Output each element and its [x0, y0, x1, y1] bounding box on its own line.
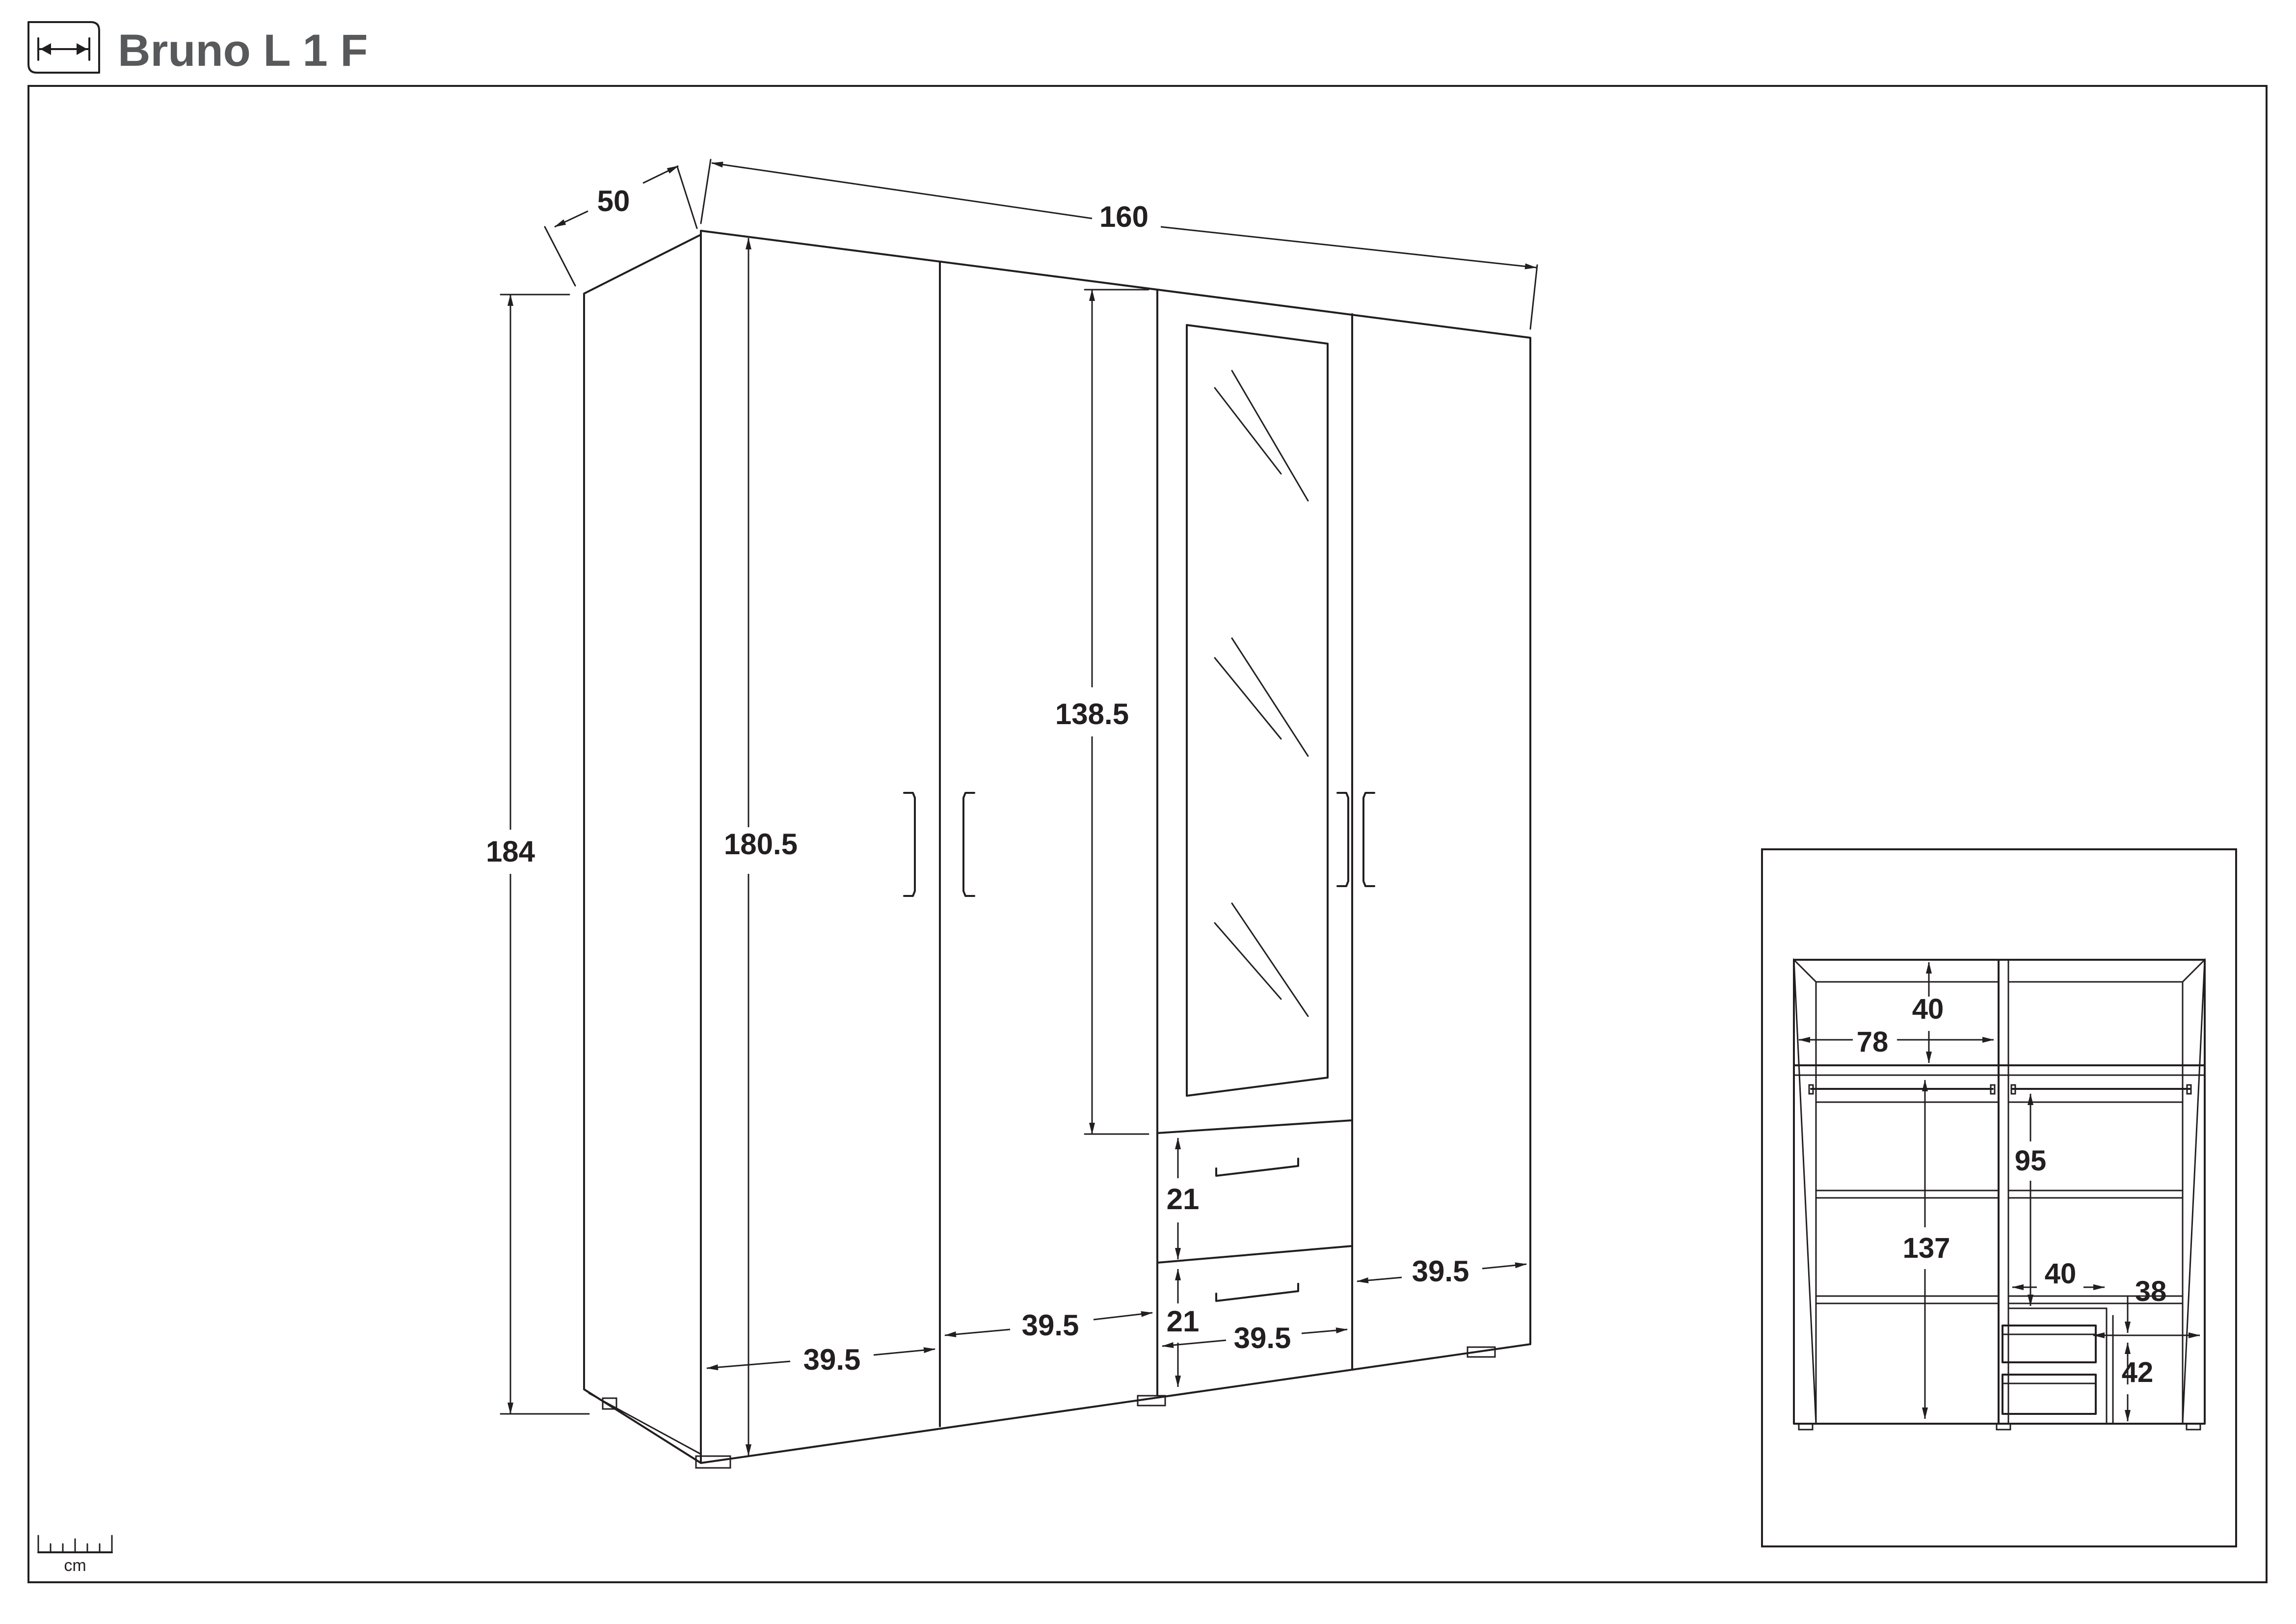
ruler-icon [37, 1535, 113, 1553]
wardrobe-body [583, 230, 1531, 1469]
interior-view [1793, 958, 2206, 1431]
dim-drawer-height-bottom-label: 21 [1167, 1305, 1200, 1338]
interior-hanging-height-label: 95 [2015, 1145, 2047, 1177]
dimension-lines [500, 159, 1538, 1456]
interior-drawer-shelf-width-label: 38 [2135, 1275, 2167, 1307]
dim-total-height-label: 184 [486, 835, 535, 868]
interior-inset-frame [1761, 848, 2237, 1547]
scale-unit-label: cm [64, 1556, 86, 1575]
dim-width-label: 160 [1099, 200, 1148, 233]
dimension-icon [27, 21, 100, 74]
dim-door-width-second-label: 39.5 [1022, 1309, 1079, 1342]
dim-door-height-label: 180.5 [724, 828, 798, 861]
wardrobe-foot-icon [602, 1346, 1496, 1469]
dim-depth-label: 50 [597, 185, 630, 217]
interior-left-height-label: 137 [1903, 1232, 1950, 1264]
dim-mirror-height-label: 138.5 [1055, 698, 1129, 731]
mirror-panel [1186, 324, 1329, 1097]
drawer-handle-icon [1215, 1158, 1299, 1302]
dim-door-width-left-label: 39.5 [803, 1343, 861, 1376]
drawing-frame [27, 85, 2268, 1583]
interior-drawer-icon [2002, 1325, 2097, 1415]
interior-drawer-module-width-label: 40 [2045, 1258, 2077, 1290]
dim-drawer-height-top-label: 21 [1167, 1183, 1200, 1216]
interior-drawer-module-height-label: 42 [2122, 1356, 2154, 1388]
door-handle-icon [903, 792, 1375, 897]
interior-compartment-width-label: 78 [1857, 1026, 1889, 1058]
page-title: Bruno L 1 F [118, 26, 368, 76]
dim-drawer-width-label: 39.5 [1234, 1322, 1291, 1354]
dim-door-width-right-label: 39.5 [1412, 1255, 1469, 1288]
mirror-reflection-icon [1214, 370, 1309, 1017]
interior-top-shelf-height-label: 40 [1912, 993, 1944, 1025]
